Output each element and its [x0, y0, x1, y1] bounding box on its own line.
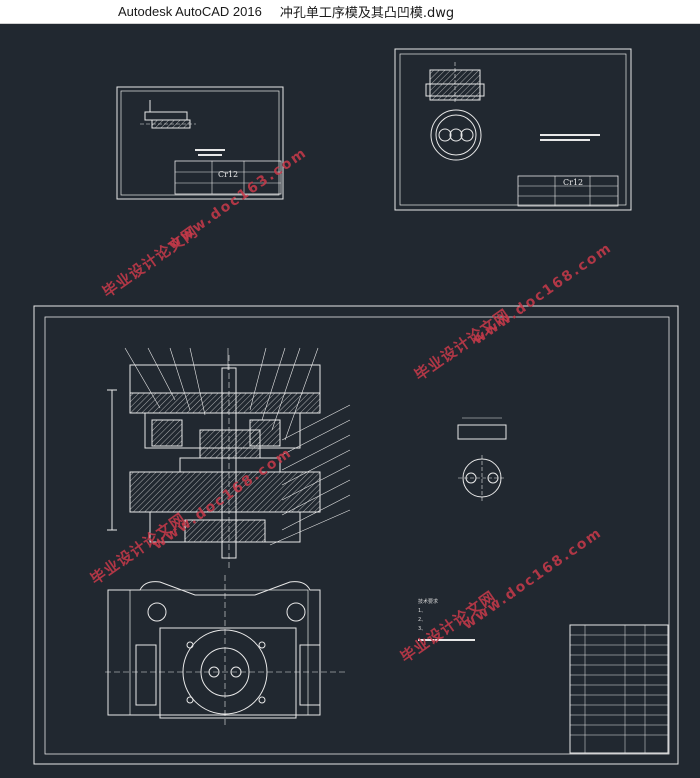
- document-title: 冲孔单工序模及其凸凹模.dwg: [279, 6, 455, 21]
- drawing-canvas[interactable]: Cr12 Cr12: [0, 24, 700, 778]
- tech-note-1: 1、: [418, 608, 426, 614]
- tech-note-3: 3、: [418, 626, 426, 632]
- sheet-punch-die[interactable]: [394, 48, 632, 211]
- tech-note-heading: 技术要求: [418, 598, 438, 605]
- sheet1-material-label: Cr12: [218, 170, 238, 179]
- sheet-assembly[interactable]: [33, 305, 679, 765]
- app-title: Autodesk AutoCAD 2016: [118, 4, 262, 19]
- sheet2-material-label: Cr12: [563, 178, 583, 187]
- sheet-punch[interactable]: [116, 86, 284, 200]
- tech-note-2: 2、: [418, 617, 426, 623]
- window-title-bar: Autodesk AutoCAD 2016 冲孔单工序模及其凸凹模.dwg: [0, 0, 700, 24]
